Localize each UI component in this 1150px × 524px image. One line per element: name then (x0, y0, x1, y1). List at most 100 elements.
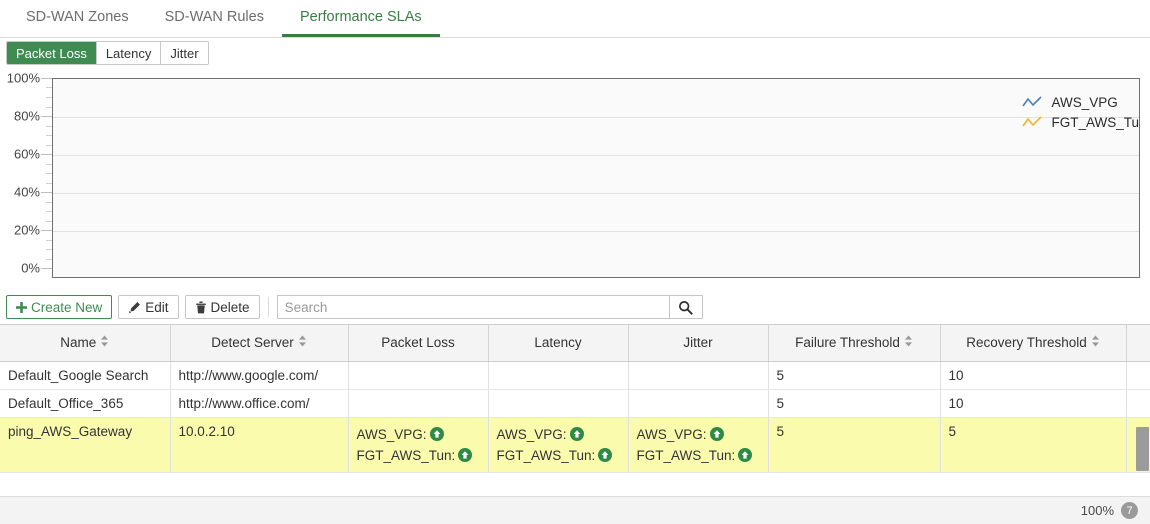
edit-button[interactable]: Edit (118, 295, 179, 319)
tab-sd-wan-rules[interactable]: SD-WAN Rules (147, 0, 282, 37)
create-new-button[interactable]: Create New (6, 295, 113, 319)
column-header-jitter[interactable]: Jitter (628, 325, 769, 362)
cell-overflow (1126, 361, 1150, 390)
search-input[interactable] (276, 295, 669, 319)
cell-failure-threshold: 5 (768, 389, 941, 418)
metric-tab-label: Jitter (170, 45, 199, 61)
column-header-failure-threshold[interactable]: Failure Threshold (768, 325, 941, 362)
tab-label: SD-WAN Rules (164, 9, 264, 25)
metric-tab-packet-loss[interactable]: Packet Loss (7, 42, 97, 64)
legend-item-aws-vpg[interactable]: AWS_VPG (1022, 95, 1139, 110)
metric-button-group: Packet Loss Latency Jitter (6, 41, 209, 65)
axis-tick-minor (46, 164, 52, 165)
axis-tick-minor (46, 259, 52, 260)
table-row[interactable]: Default_Office_365 http://www.office.com… (0, 389, 1150, 418)
axis-tick-minor (46, 202, 52, 203)
chart-y-axis: 100% 80% 60% 40% 20% 0% (0, 68, 46, 278)
search-button[interactable] (668, 295, 703, 319)
trash-icon (195, 300, 206, 313)
delete-button[interactable]: Delete (184, 295, 260, 319)
metric-tab-latency[interactable]: Latency (96, 42, 162, 64)
cell-jitter: AWS_VPG: FGT_AWS_Tun: (628, 417, 769, 473)
cell-detect-server: http://www.google.com/ (170, 361, 349, 390)
column-header-recovery-threshold[interactable]: Recovery Threshold (940, 325, 1127, 362)
axis-tick-minor (46, 126, 52, 127)
cell-latency: AWS_VPG: FGT_AWS_Tun: (488, 417, 629, 473)
member-status-line: FGT_AWS_Tun: (637, 445, 760, 466)
chart-legend: AWS_VPG FGT_AWS_Tu (1012, 89, 1139, 136)
edit-label: Edit (145, 299, 169, 315)
status-bar: 100% 7 (0, 496, 1150, 524)
axis-tick-minor (46, 87, 52, 88)
vertical-scrollbar-thumb[interactable] (1136, 427, 1149, 471)
column-header-packet-loss[interactable]: Packet Loss (348, 325, 489, 362)
y-tick-label: 80% (13, 108, 40, 124)
y-tick-label: 0% (21, 260, 40, 276)
cell-name: ping_AWS_Gateway (0, 417, 171, 473)
y-tick-label: 20% (13, 222, 40, 238)
sort-arrows-icon (298, 335, 307, 350)
notification-badge[interactable]: 7 (1121, 502, 1138, 519)
column-header-latency[interactable]: Latency (488, 325, 629, 362)
legend-item-fgt-aws-tu[interactable]: FGT_AWS_Tu (1022, 115, 1139, 130)
cell-recovery-threshold: 10 (940, 389, 1127, 418)
metric-tab-label: Packet Loss (16, 45, 87, 61)
cell-name: Default_Google Search (0, 361, 171, 390)
axis-tick-minor (46, 145, 52, 146)
member-status-line: AWS_VPG: (497, 424, 620, 445)
line-series-icon (1022, 96, 1043, 107)
chart-plot-area: AWS_VPG FGT_AWS_Tu (52, 78, 1140, 278)
cell-latency (488, 361, 629, 390)
axis-tick-major (41, 78, 52, 79)
cell-recovery-threshold: 5 (940, 417, 1127, 473)
line-series-icon (1022, 116, 1043, 127)
tab-performance-slas[interactable]: Performance SLAs (281, 0, 440, 37)
tab-label: Performance SLAs (299, 9, 422, 25)
cell-packet-loss (348, 389, 489, 418)
table-row-selected[interactable]: ping_AWS_Gateway 10.0.2.10 AWS_VPG: (0, 417, 1150, 473)
member-status-line: FGT_AWS_Tun: (497, 445, 620, 466)
cell-jitter (628, 389, 769, 418)
status-up-icon (598, 448, 613, 462)
legend-label: FGT_AWS_Tu (1051, 115, 1139, 130)
metric-tab-jitter[interactable]: Jitter (161, 42, 208, 64)
axis-tick-minor (46, 173, 52, 174)
axis-tick-minor (46, 249, 52, 250)
create-new-label: Create New (31, 299, 103, 315)
column-header-name[interactable]: Name (0, 325, 171, 362)
cell-packet-loss: AWS_VPG: FGT_AWS_Tun: (348, 417, 489, 473)
table-header-row: Name Detect Server (0, 325, 1150, 362)
axis-tick-major (41, 192, 52, 193)
axis-tick-minor (46, 97, 52, 98)
column-label: Recovery Threshold (966, 335, 1087, 351)
column-header-detect-server[interactable]: Detect Server (170, 325, 349, 362)
table-toolbar: Create New Edit Delete (0, 290, 1150, 324)
table-row[interactable]: Default_Google Search http://www.google.… (0, 361, 1150, 390)
packet-loss-chart: 100% 80% 60% 40% 20% 0% AWS_VPG (0, 68, 1150, 290)
axis-tick-minor (46, 107, 52, 108)
sort-arrows-icon (1091, 335, 1100, 350)
chart-gridline (53, 231, 1139, 232)
axis-tick-minor (46, 183, 52, 184)
axis-tick-minor (46, 211, 52, 212)
chart-gridline (53, 155, 1139, 156)
legend-label: AWS_VPG (1051, 95, 1118, 110)
zoom-level: 100% (1080, 503, 1114, 518)
cell-failure-threshold: 5 (768, 361, 941, 390)
chart-gridline (53, 117, 1139, 118)
tab-sd-wan-zones[interactable]: SD-WAN Zones (8, 0, 147, 37)
y-tick-label: 60% (13, 146, 40, 162)
y-tick-label: 40% (13, 184, 40, 200)
cell-name: Default_Office_365 (0, 389, 171, 418)
metric-tab-bar: Packet Loss Latency Jitter (0, 38, 1150, 68)
column-label: Packet Loss (381, 335, 455, 351)
column-label: Name (60, 335, 97, 351)
pencil-icon (129, 301, 141, 313)
member-status-line: AWS_VPG: (637, 424, 760, 445)
member-label: AWS_VPG: (636, 426, 707, 442)
axis-tick-major (41, 116, 52, 117)
cell-overflow (1126, 389, 1150, 418)
column-header-overflow (1126, 325, 1150, 362)
status-up-icon (458, 448, 473, 462)
plus-icon (16, 301, 27, 313)
